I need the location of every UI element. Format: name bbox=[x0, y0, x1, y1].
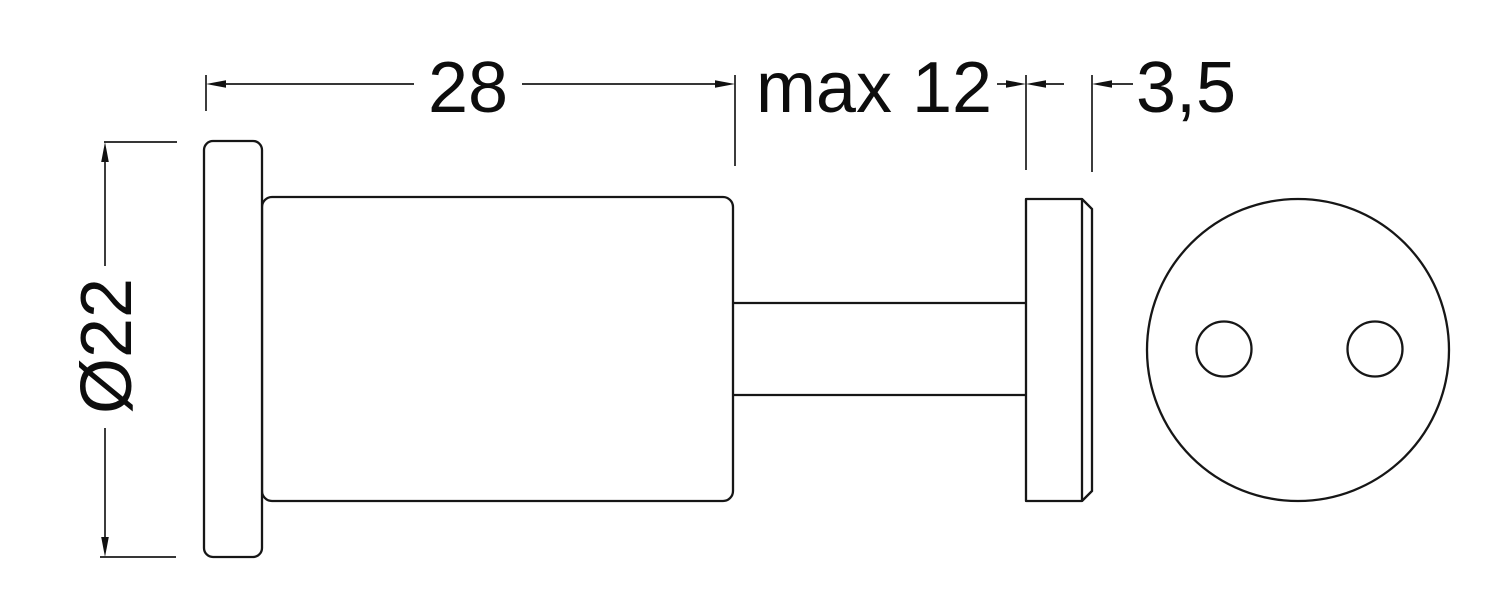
dimension-cap-thickness: 3,5 bbox=[1026, 48, 1236, 172]
dimension-hook-projection: max 12 bbox=[756, 48, 1027, 170]
mounting-hole-right bbox=[1346, 320, 1404, 378]
dim-max12-arrowhead-right bbox=[1006, 80, 1026, 88]
end-cap-chamfer-edge bbox=[1081, 198, 1094, 502]
mounting-hole-left bbox=[1195, 320, 1253, 378]
front-view bbox=[1145, 197, 1451, 503]
dim-35-arrowhead-left bbox=[1026, 80, 1046, 88]
dimension-body-length: 28 bbox=[205, 48, 736, 166]
dim-28-arrowhead-left bbox=[206, 80, 226, 88]
wall-plate-outline bbox=[202, 139, 264, 559]
dim-35-label: 3,5 bbox=[1136, 48, 1236, 128]
dim-28-label: 28 bbox=[428, 48, 508, 128]
dimension-plate-diameter: Ø22 bbox=[67, 141, 177, 558]
dim-dia22-arrowhead-top bbox=[101, 142, 109, 162]
body-cylinder-outline bbox=[260, 195, 735, 503]
side-view bbox=[202, 139, 1094, 559]
dim-max12-label: max 12 bbox=[756, 48, 992, 128]
dim-dia22-arrowhead-bottom bbox=[101, 537, 109, 557]
cap-face-outline bbox=[1145, 197, 1451, 503]
dim-35-arrowhead-right bbox=[1092, 80, 1112, 88]
end-cap-outline bbox=[1024, 197, 1084, 503]
dim-28-arrowhead-right bbox=[715, 80, 735, 88]
dim-dia22-label: Ø22 bbox=[67, 278, 147, 414]
